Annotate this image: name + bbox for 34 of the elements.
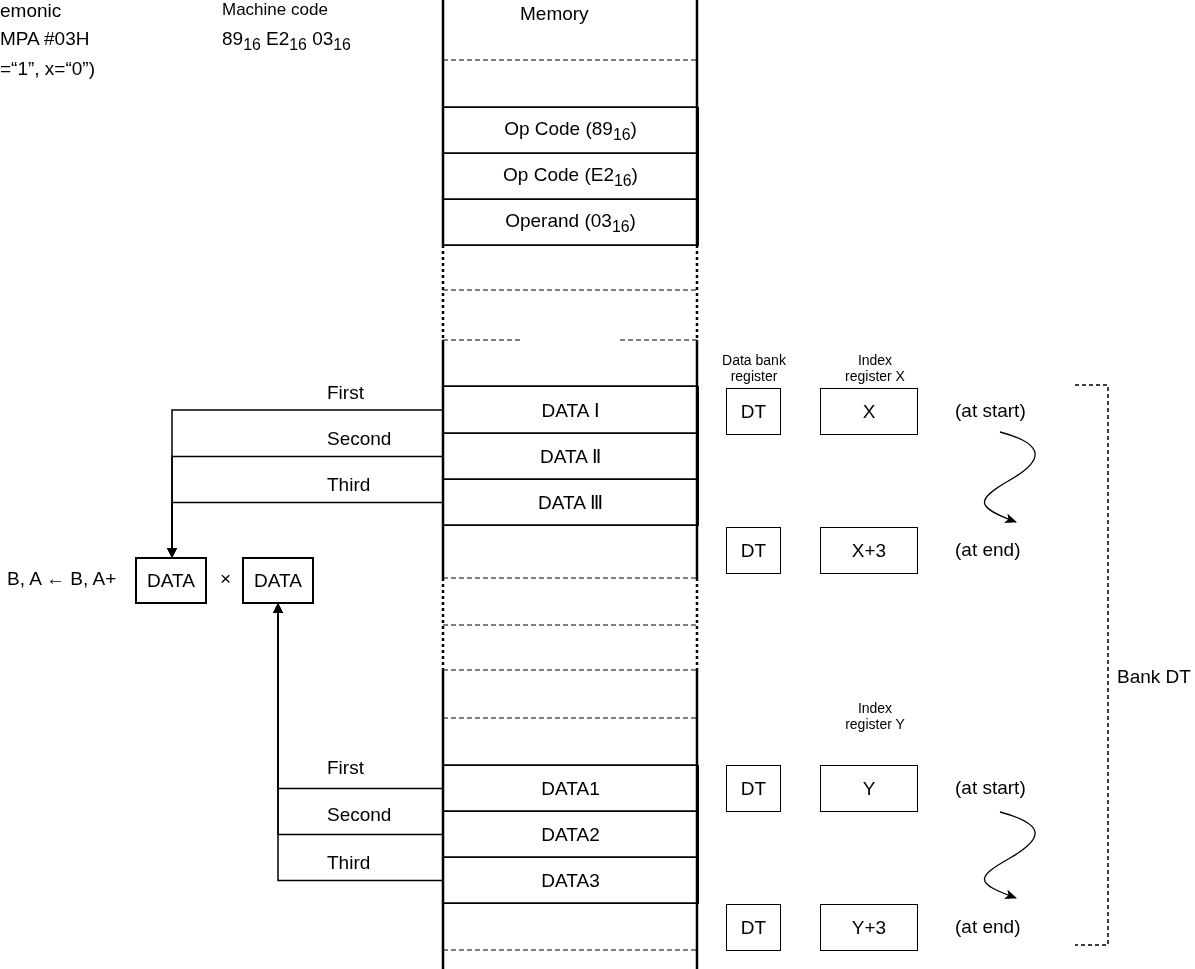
- register-box: DT: [726, 527, 781, 574]
- register-box: DT: [726, 765, 781, 812]
- mode-note: =“1”, x=“0”): [0, 58, 96, 80]
- machine-code-text: 89$_{16}$ E2$_{16}$ 03$_{16}$: [222, 28, 351, 54]
- register-box: Y: [820, 765, 918, 812]
- register-box: X+3: [820, 527, 918, 574]
- register-caption: Data bank register: [721, 352, 787, 384]
- operand-box: DATA: [242, 557, 314, 604]
- memory-cell: Op Code (89$_{16}$): [442, 107, 699, 154]
- state-note: (at start): [955, 776, 1026, 799]
- state-note: (at end): [955, 538, 1021, 561]
- operand-box: DATA: [135, 557, 207, 604]
- register-caption: Index register Y: [844, 700, 906, 732]
- connector-arrow: [273, 603, 443, 882]
- multiply-sign: ×: [220, 568, 232, 590]
- memory-cell: DATA Ⅰ: [442, 386, 699, 434]
- register-box: DT: [726, 904, 781, 951]
- memory-heading: Memory: [520, 3, 589, 25]
- register-box: Y+3: [820, 904, 918, 951]
- heading-text: emonic: [0, 0, 62, 22]
- connector-arrow: [167, 501, 443, 558]
- register-box: DT: [726, 388, 781, 435]
- operation-formula: B, A ← B, A+: [7, 568, 117, 590]
- memory-cell: Operand (03$_{16}$): [442, 199, 699, 246]
- heading-text: Machine code: [222, 0, 328, 20]
- mnemonic-text: MPA #03H: [0, 28, 90, 50]
- register-caption: Index register X: [844, 352, 906, 384]
- bank-caption: Bank DT: [1117, 666, 1191, 688]
- memory-cell: DATA3: [442, 857, 699, 904]
- state-note: (at start): [955, 399, 1026, 422]
- memory-cell: DATA1: [442, 765, 699, 812]
- state-note: (at end): [955, 915, 1021, 938]
- memory-cell: DATA Ⅲ: [442, 479, 699, 526]
- register-box: X: [820, 388, 918, 435]
